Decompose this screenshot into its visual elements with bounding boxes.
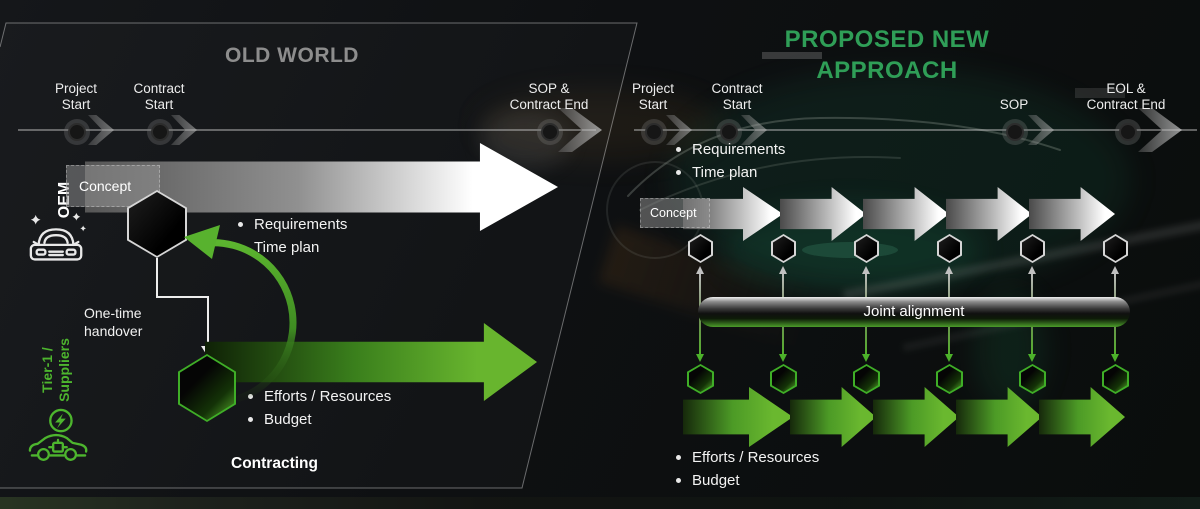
handover-connector [207, 296, 209, 348]
bullet-dot [676, 170, 681, 175]
bullet-dot [676, 147, 681, 152]
oem-hexagon [127, 190, 187, 258]
bullet-item: Requirements [676, 141, 785, 158]
timeline-dot [68, 123, 86, 141]
milestone-label: Project Start [54, 81, 98, 112]
bullet-item: Time plan [676, 164, 785, 181]
timeline-old-line [18, 129, 596, 131]
background-strip [0, 497, 1200, 509]
milestone-label: EOL & Contract End [1086, 81, 1166, 112]
stage-hexagon-oem [937, 234, 962, 263]
bullet-list-oem: Requirements Time plan [238, 216, 347, 262]
timeline-dot [1119, 123, 1137, 141]
bullet-text: Budget [692, 472, 740, 489]
milestone-label: Contract Start [711, 81, 763, 112]
stage-hexagon-tier1 [936, 364, 963, 394]
stage-hexagon-tier1 [770, 364, 797, 394]
stage-hexagon-oem [1103, 234, 1128, 263]
bullet-list-top: Requirements Time plan [676, 141, 785, 187]
ev-car-icon [28, 408, 88, 461]
stage-hexagon-tier1 [1102, 364, 1129, 394]
stage-hexagon-tier1 [687, 364, 714, 394]
bullet-text: Efforts / Resources [692, 449, 820, 466]
bullet-text: Time plan [254, 239, 320, 256]
timeline-dot [1006, 123, 1024, 141]
joint-alignment-bar: Joint alignment [698, 297, 1130, 327]
new-approach-title: PROPOSED NEW APPROACH [784, 26, 990, 84]
bullet-list-bottom: Efforts / Resources Budget [676, 449, 819, 495]
milestone-label: SOP [999, 96, 1029, 112]
bullet-item: Requirements [238, 216, 347, 233]
bullet-text: Requirements [254, 216, 348, 233]
stage-hexagon-oem [1020, 234, 1045, 263]
milestone-label: SOP & Contract End [509, 81, 589, 112]
handover-connector [156, 296, 209, 298]
bullet-dot [248, 417, 253, 422]
stage-hexagon-oem [854, 234, 879, 263]
bullet-dot [676, 455, 681, 460]
bullet-text: Requirements [692, 141, 786, 158]
bullet-item: Efforts / Resources [676, 449, 819, 466]
bullet-text: Time plan [692, 164, 758, 181]
milestone-label: Project Start [631, 81, 675, 112]
car-sparkle-icon [29, 212, 87, 261]
stage-hexagon-oem [771, 234, 796, 263]
feedback-curve-arrow [184, 225, 297, 402]
timeline-dot [151, 123, 169, 141]
tier1-hexagon [178, 354, 236, 422]
timeline-dot [720, 123, 738, 141]
milestone-label: Contract Start [133, 81, 185, 112]
timeline-dot [541, 123, 559, 141]
one-time-handover-label: One-time handover [84, 305, 143, 339]
bullet-text: Budget [264, 411, 312, 428]
bullet-dot [238, 222, 243, 227]
handover-connector [156, 258, 158, 298]
concept-box: Concept [640, 198, 710, 228]
stage-hexagon-tier1 [1019, 364, 1046, 394]
old-world-title: OLD WORLD [225, 44, 359, 67]
stage-hexagon-tier1 [853, 364, 880, 394]
contracting-label: Contracting [231, 455, 318, 472]
bullet-text: Efforts / Resources [264, 388, 392, 405]
bullet-item: Budget [248, 411, 391, 428]
bullet-dot [676, 478, 681, 483]
bullet-item: Budget [676, 472, 819, 489]
stage-hexagon-oem [688, 234, 713, 263]
timeline-new-line [634, 129, 1197, 131]
timeline-dot [645, 123, 663, 141]
